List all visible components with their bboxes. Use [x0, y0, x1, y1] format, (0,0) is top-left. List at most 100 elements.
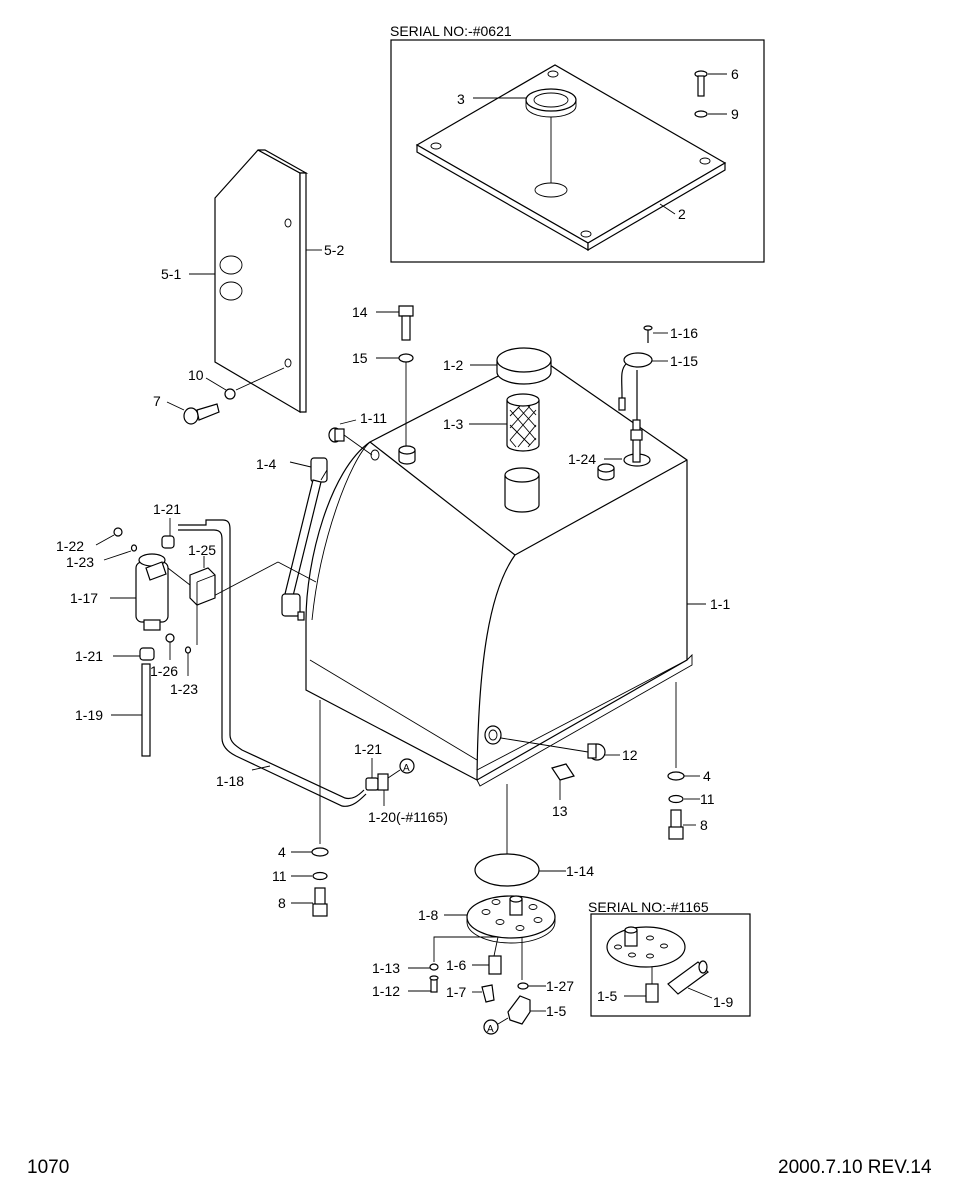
svg-text:A: A — [403, 763, 410, 774]
mounting-hardware-left: 4 11 8 — [272, 700, 329, 917]
panel-hole — [219, 281, 243, 301]
inset-top-serial: SERIAL NO:-#0621 — [390, 23, 512, 39]
washer — [694, 110, 708, 118]
washer — [224, 388, 236, 400]
label-4-right: 4 — [703, 768, 711, 784]
side-panel-assembly: 5-1 5-2 10 7 — [153, 149, 344, 425]
hose — [141, 663, 151, 757]
label-1-21-fitting: 1-21 — [354, 741, 382, 757]
fitting — [667, 961, 709, 995]
label-1-21-lower: 1-21 — [75, 648, 103, 664]
label-1-11: 1-11 — [360, 410, 387, 426]
revision-date: 2000.7.10 REV.14 — [778, 1157, 932, 1178]
label-11-left: 11 — [272, 868, 287, 884]
inset-serial-0621: SERIAL NO:-#0621 3 6 9 2 — [390, 23, 765, 263]
label-1-7: 1-7 — [446, 984, 466, 1000]
washer — [667, 771, 685, 781]
label-1-8: 1-8 — [418, 907, 438, 923]
strainer: 1-3 — [443, 393, 540, 452]
label-6: 6 — [731, 66, 739, 82]
label-2: 2 — [678, 206, 686, 222]
label-1-27: 1-27 — [546, 978, 574, 994]
cover-plate-edge-right — [587, 161, 726, 252]
label-1-16: 1-16 — [670, 325, 698, 341]
label-1-5-inset: 1-5 — [597, 988, 617, 1004]
elbow — [481, 984, 495, 1003]
label-10: 10 — [188, 367, 204, 383]
label-1-26: 1-26 — [150, 663, 178, 679]
level-sender-tube — [632, 419, 641, 463]
label-1-22: 1-22 — [56, 538, 84, 554]
label-9: 9 — [731, 106, 739, 122]
drain-port — [484, 725, 502, 745]
label-1-17: 1-17 — [70, 590, 98, 606]
washer — [668, 794, 684, 804]
label-15: 15 — [352, 350, 368, 366]
page-number: 1070 — [27, 1157, 69, 1178]
bolt-and-washer-top: 14 15 — [352, 304, 414, 446]
label-8-right: 8 — [700, 817, 708, 833]
sight-gauge: 1-4 — [205, 456, 328, 621]
plate-hole — [430, 142, 442, 150]
label-1-4: 1-4 — [256, 456, 276, 472]
bolt — [668, 826, 684, 840]
washer — [312, 871, 328, 881]
label-1-2: 1-2 — [443, 357, 463, 373]
svg-text:A: A — [487, 1024, 494, 1035]
elbow-fitting — [507, 995, 531, 1025]
filler-neck — [504, 475, 540, 513]
label-1-9: 1-9 — [713, 994, 733, 1010]
fuel-line: 1-18 — [178, 519, 367, 807]
filter-bracket: 1-25 — [163, 542, 216, 645]
plate-hole — [699, 157, 711, 165]
label-8-left: 8 — [278, 895, 286, 911]
label-1-24: 1-24 — [568, 451, 596, 467]
bolt — [312, 903, 328, 917]
label-1-25: 1-25 — [188, 542, 216, 558]
o-ring — [474, 853, 540, 887]
drain-fitting: 13 — [551, 763, 575, 819]
drain-plug: 12 — [500, 737, 638, 763]
label-1-23-lower: 1-23 — [170, 681, 198, 697]
reference-a-top — [399, 758, 415, 774]
label-14: 14 — [352, 304, 368, 320]
hose-fitting: 1-21 A 1-20(-#1165) — [354, 741, 448, 825]
seal-ring — [525, 88, 577, 112]
label-1-13: 1-13 — [372, 960, 400, 976]
label-1-1: 1-1 — [710, 596, 730, 612]
label-1-3: 1-3 — [443, 416, 463, 432]
label-11-right: 11 — [700, 791, 715, 807]
label-1-18: 1-18 — [216, 773, 244, 789]
washer — [311, 847, 329, 857]
clamp-lower — [139, 647, 155, 661]
washer — [398, 353, 414, 363]
label-3: 3 — [457, 91, 465, 107]
inset-frame-top — [390, 39, 765, 263]
plate-hole — [547, 70, 559, 78]
inset-serial-1165: SERIAL NO:-#1165 1-5 1-9 — [588, 899, 751, 1017]
clamp-top: 1-21 — [153, 501, 181, 549]
suction-flange: 1-8 — [418, 895, 556, 980]
label-1-6: 1-6 — [446, 957, 466, 973]
label-1-12: 1-12 — [372, 983, 400, 999]
label-13: 13 — [552, 803, 568, 819]
label-1-23-top: 1-23 — [66, 554, 94, 570]
label-1-21-top: 1-21 — [153, 501, 181, 517]
side-cover-panel — [214, 149, 301, 414]
panel-gasket-strip — [299, 172, 307, 413]
fuel-filter: 1-17 — [70, 553, 169, 631]
plate-hole — [580, 230, 592, 238]
inset-bottom-serial: SERIAL NO:-#1165 — [588, 899, 709, 915]
bolt — [398, 305, 414, 317]
label-1-15: 1-15 — [670, 353, 698, 369]
fuel-tank-body — [305, 355, 693, 787]
grommet: 1-11 — [328, 410, 387, 456]
panel-hole — [219, 255, 243, 275]
label-1-5: 1-5 — [546, 1003, 566, 1019]
bolt — [183, 407, 199, 425]
inset-frame-bottom — [590, 913, 751, 1017]
filler-cap: 1-2 — [443, 347, 552, 385]
mounting-hardware-right: 4 11 8 — [667, 682, 715, 840]
